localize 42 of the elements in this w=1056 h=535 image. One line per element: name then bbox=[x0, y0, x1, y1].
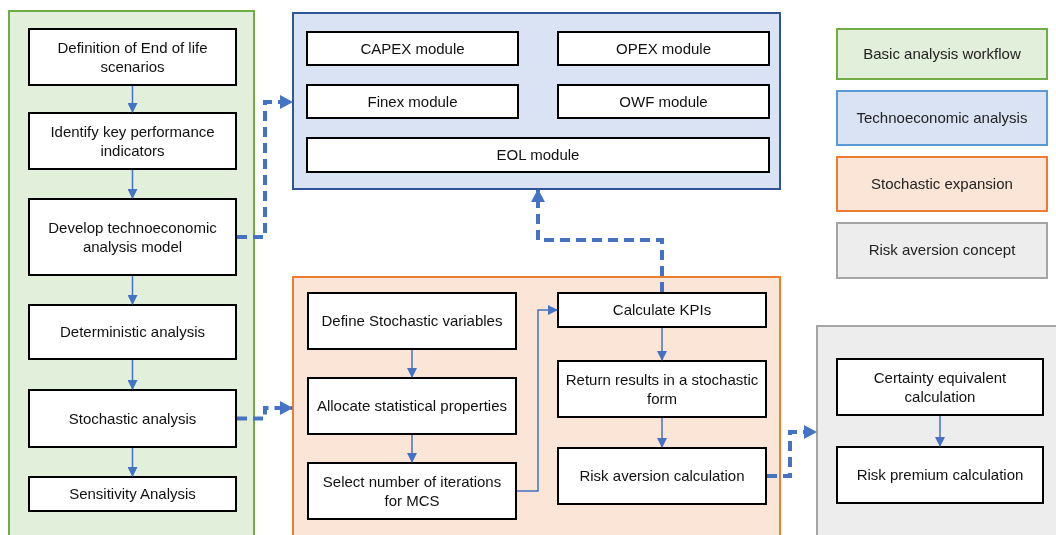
arrow bbox=[127, 359, 138, 390]
arrow bbox=[127, 275, 138, 305]
arrow bbox=[657, 417, 667, 448]
legend-entry: Stochastic expansion bbox=[836, 156, 1048, 212]
arrow bbox=[935, 415, 945, 447]
process-box: Sensitivity Analysis bbox=[28, 476, 237, 512]
arrow bbox=[657, 327, 667, 361]
process-box: Risk aversion calculation bbox=[557, 447, 767, 505]
group-panel bbox=[292, 12, 781, 190]
process-box: EOL module bbox=[306, 137, 770, 173]
process-box: Define Stochastic variables bbox=[307, 292, 517, 350]
process-box: CAPEX module bbox=[306, 31, 519, 66]
process-box: OPEX module bbox=[557, 31, 770, 66]
arrow bbox=[127, 447, 138, 477]
group-panel bbox=[292, 276, 781, 535]
arrow bbox=[516, 305, 558, 492]
process-box: Deterministic analysis bbox=[28, 304, 237, 360]
process-box: Allocate statistical properties bbox=[307, 377, 517, 435]
process-box: OWF module bbox=[557, 84, 770, 119]
legend-entry: Risk aversion concept bbox=[836, 222, 1048, 279]
process-box: Return results in a stochastic form bbox=[557, 360, 767, 418]
process-box: Certainty equivalent calculation bbox=[836, 358, 1044, 416]
dashed-arrow bbox=[531, 189, 664, 292]
process-box: Identify key performance indicators bbox=[28, 112, 237, 170]
dashed-arrow bbox=[237, 401, 293, 421]
group-panel bbox=[816, 325, 1056, 535]
arrow bbox=[407, 434, 417, 463]
arrow bbox=[407, 349, 417, 378]
arrow bbox=[127, 169, 138, 199]
process-box: Calculate KPIs bbox=[557, 292, 767, 328]
process-box: Select number of iterations for MCS bbox=[307, 462, 517, 520]
legend-entry: Basic analysis workflow bbox=[836, 28, 1048, 80]
dashed-arrow bbox=[237, 95, 293, 239]
legend-entry: Technoeconomic analysis bbox=[836, 90, 1048, 146]
process-box: Develop technoeconomic analysis model bbox=[28, 198, 237, 276]
dashed-arrow bbox=[767, 425, 817, 478]
process-box: Stochastic analysis bbox=[28, 389, 237, 448]
group-panel bbox=[8, 10, 255, 535]
process-box: Finex module bbox=[306, 84, 519, 119]
process-box: Risk premium calculation bbox=[836, 446, 1044, 504]
arrow bbox=[127, 85, 138, 113]
process-box: Definition of End of life scenarios bbox=[28, 28, 237, 86]
